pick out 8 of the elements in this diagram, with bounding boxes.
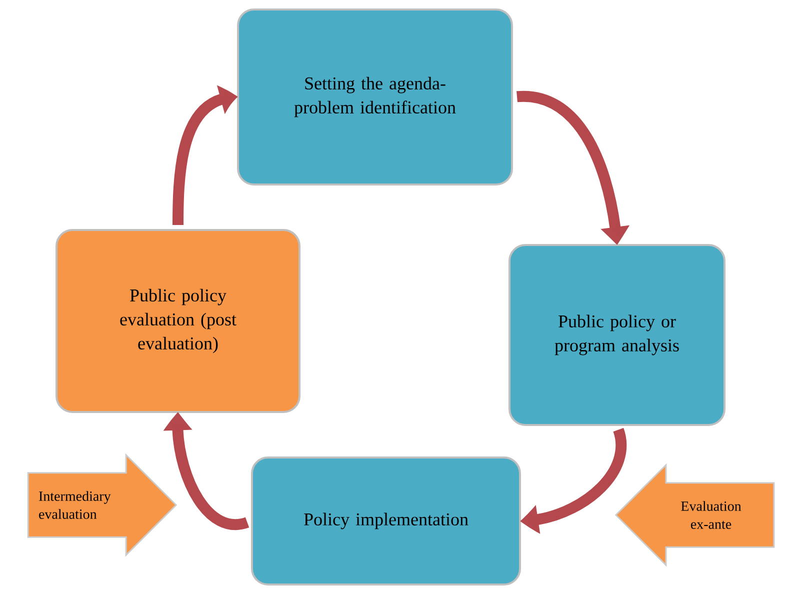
- process-box: Public policy or program analysis: [508, 244, 726, 426]
- curved-arrow: [172, 87, 237, 226]
- curved-arrow: [166, 413, 248, 530]
- process-box: Policy implementation: [251, 456, 521, 586]
- process-box: Setting the agenda-problem identification: [237, 8, 513, 186]
- process-box: Public policy evaluation (post evaluation): [56, 229, 300, 413]
- curved-arrow: [521, 428, 626, 532]
- curved-arrow: [516, 91, 628, 244]
